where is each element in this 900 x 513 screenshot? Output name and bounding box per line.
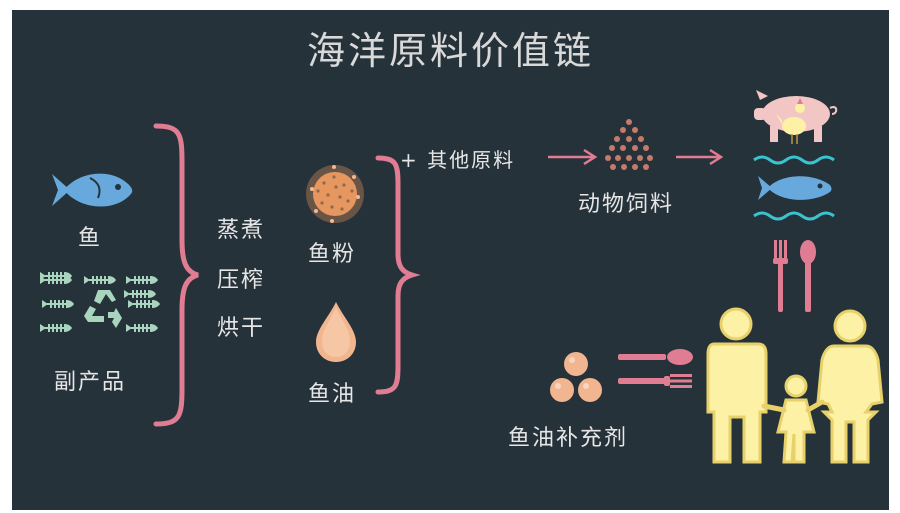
fish-label: 鱼	[78, 226, 103, 251]
supplement-capsules-icon	[550, 352, 602, 402]
spoon-fork-icon	[618, 349, 693, 388]
pig-chicken-icon	[754, 90, 838, 144]
diagram-canvas: 海洋原料价值链 鱼 副产品	[12, 10, 889, 510]
fish-icon	[52, 173, 133, 207]
fish-waves-icon	[753, 155, 835, 221]
animal-feed-label: 动物饲料	[578, 192, 675, 217]
process-step: 烘干	[217, 316, 266, 341]
fork-spoon-icon	[773, 240, 816, 312]
recycle-fishbone-icon	[40, 272, 160, 332]
process-step: 蒸煮	[217, 218, 266, 243]
process-step: 压榨	[217, 268, 266, 293]
arrow-right-icon	[676, 148, 724, 166]
arrow-right-icon	[548, 148, 598, 166]
other-materials-label: + 其他原料	[400, 148, 516, 172]
left-bracket	[153, 123, 199, 427]
diagram-title: 海洋原料价值链	[306, 29, 594, 73]
fishmeal-label: 鱼粉	[308, 242, 357, 267]
right-bracket	[375, 155, 421, 395]
oil-drop-icon	[316, 302, 356, 362]
fishmeal-icon	[306, 165, 364, 223]
fishoil-label: 鱼油	[308, 382, 357, 407]
family-icon	[706, 307, 884, 464]
supplement-label: 鱼油补充剂	[508, 426, 629, 451]
feed-pellets-icon	[605, 119, 653, 170]
byproducts-label: 副产品	[54, 370, 127, 395]
